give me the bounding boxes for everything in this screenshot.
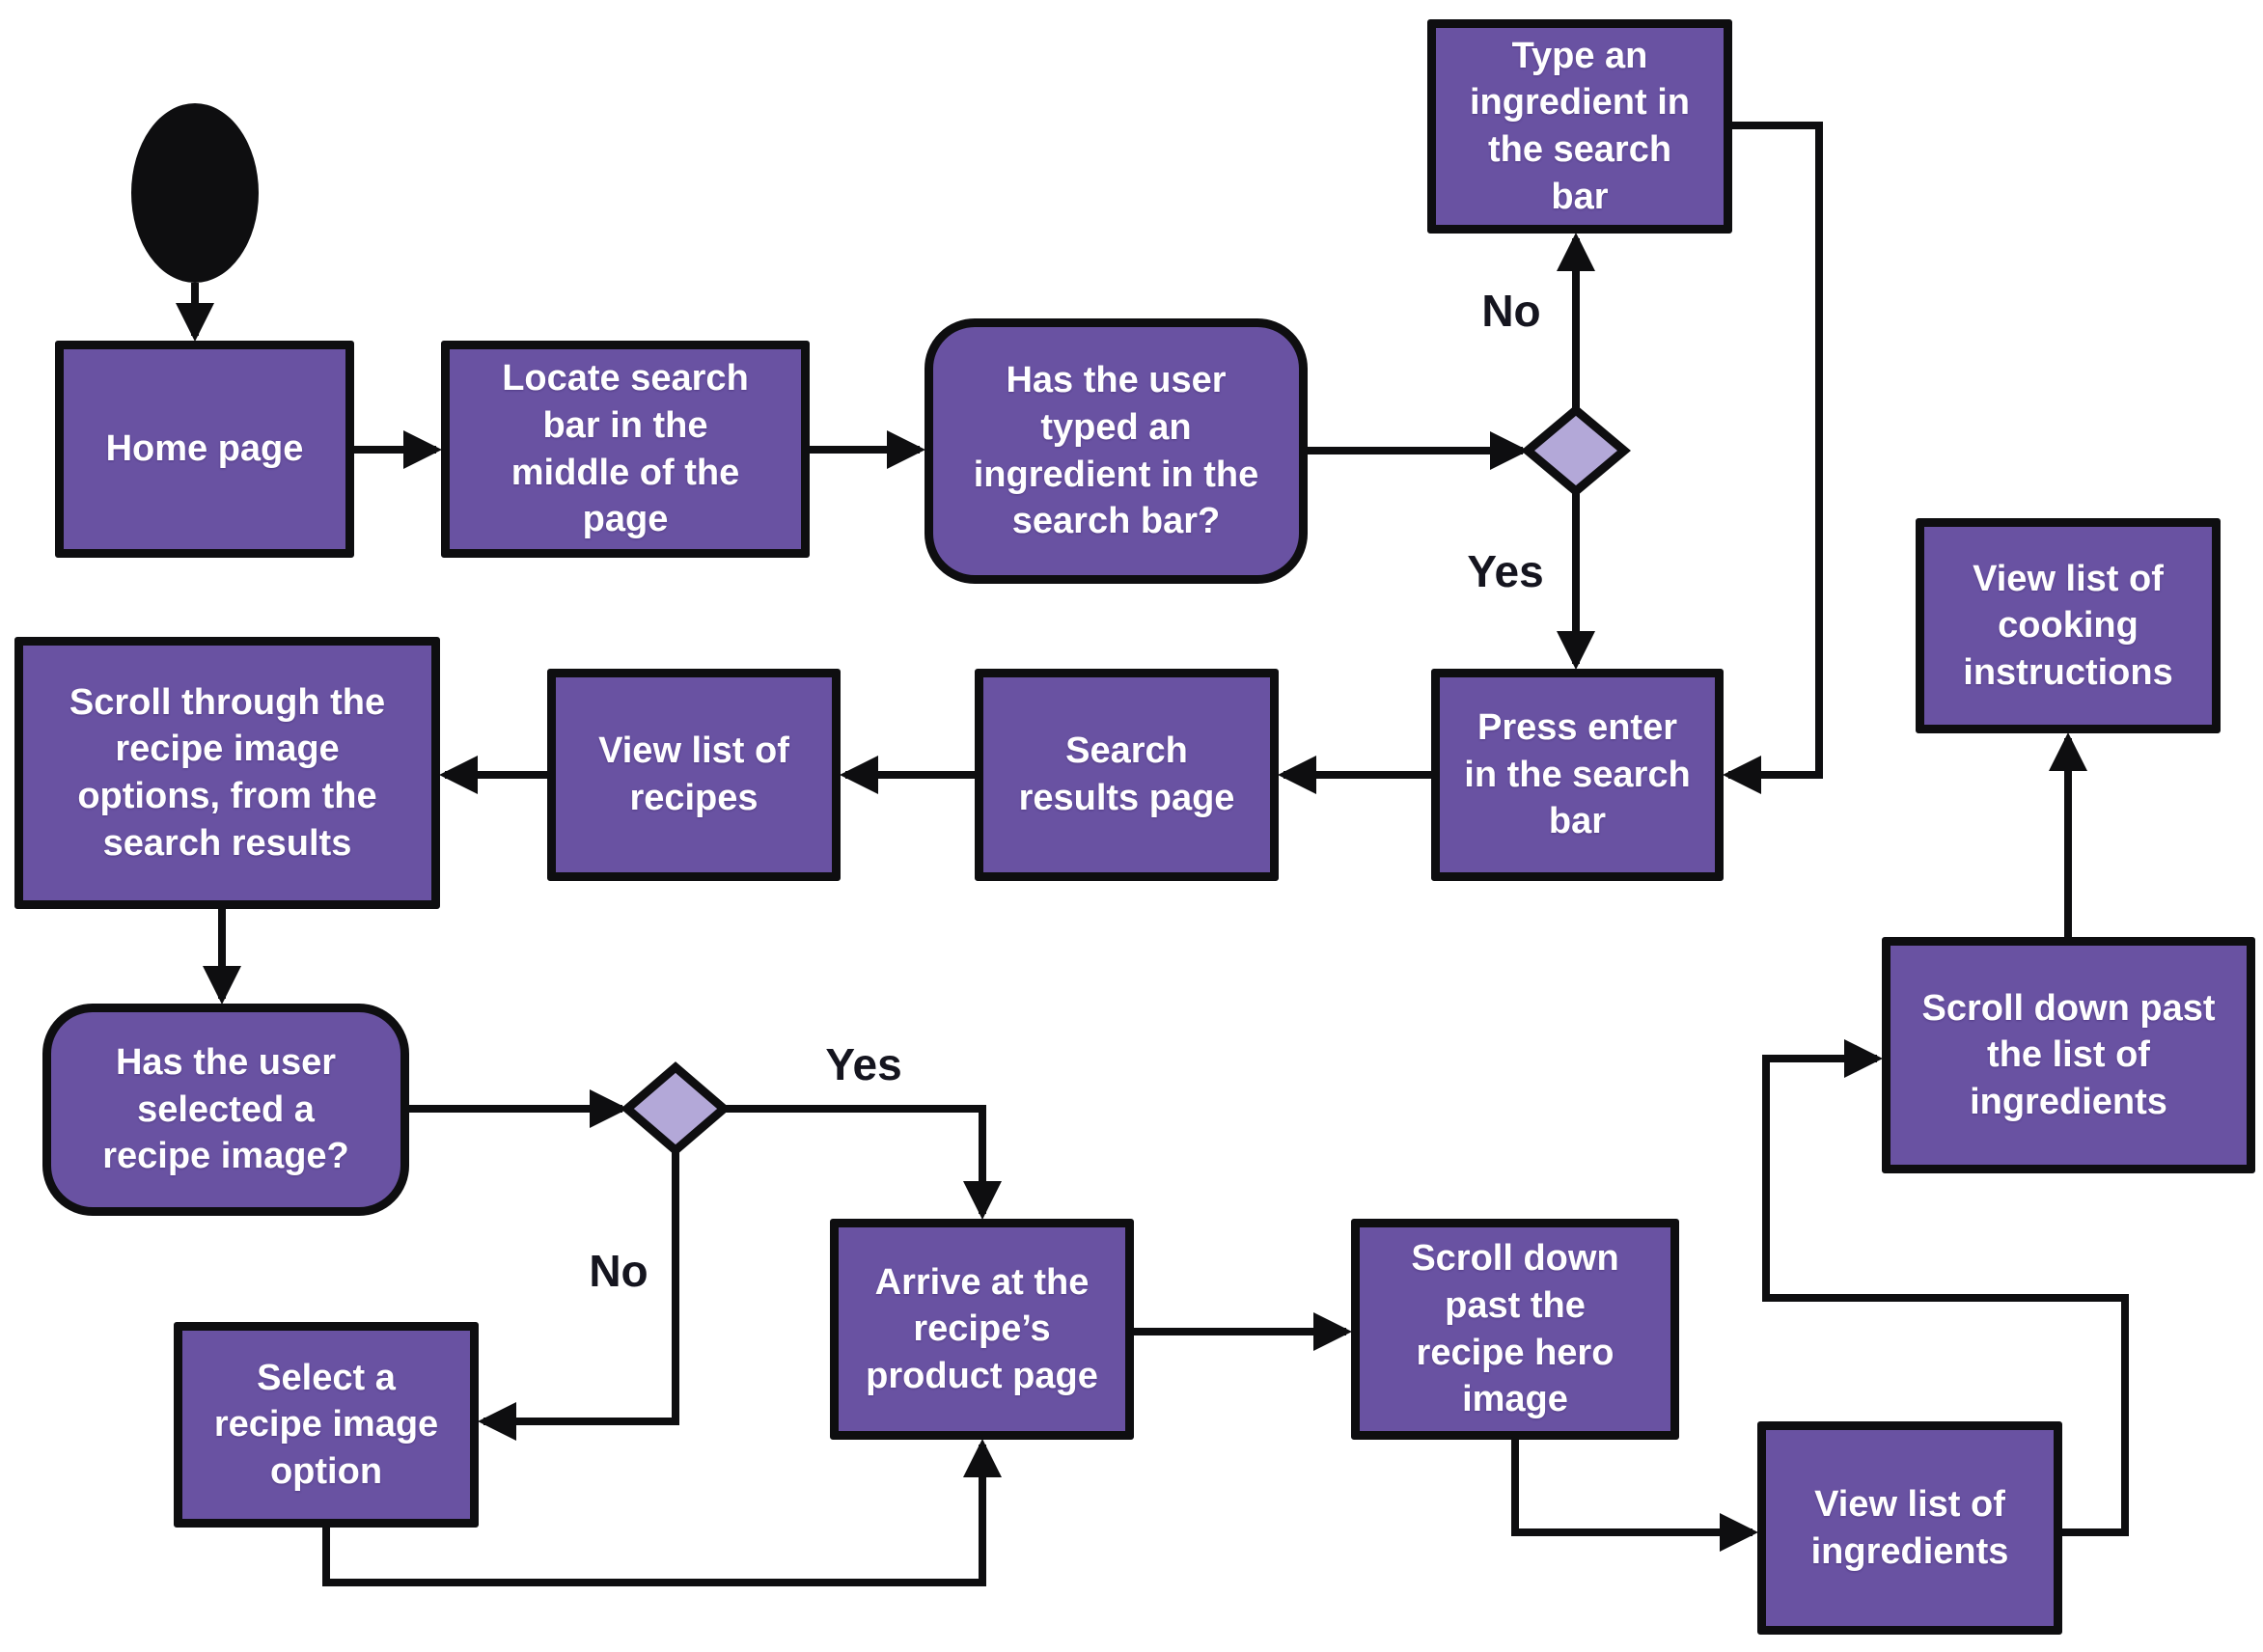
edge-label-decision-no-to-select-image: No	[589, 1246, 649, 1296]
select-recipe-image-label: Select a recipe image option	[213, 1357, 439, 1492]
view-cooking-instructions: View list of cooking instructions	[1916, 518, 2221, 733]
type-an-ingredient: Type an ingredient in the search bar	[1427, 19, 1732, 234]
edge-label-decision-yes-to-arrive: Yes	[825, 1039, 902, 1089]
edge-label-decision-no-to-type-ingredient: No	[1481, 286, 1541, 336]
home-page-label: Home page	[105, 428, 304, 470]
view-list-of-ingredients-label: View list of ingredients	[1810, 1483, 2009, 1572]
edge-view-ingredients-to-scroll-list	[1762, 1039, 2129, 1536]
edge-decision-no-to-select-image	[478, 1150, 679, 1441]
edge-label-decision-yes-to-press-enter: Yes	[1467, 546, 1544, 596]
decision-recipe-selected	[621, 1061, 731, 1156]
scroll-through-results-label: Scroll through the recipe image options,…	[69, 681, 386, 864]
view-list-of-ingredients: View list of ingredients	[1757, 1421, 2062, 1635]
scroll-past-ingredient-list-label: Scroll down past the list of ingredients	[1921, 987, 2216, 1122]
locate-search-bar: Locate search bar in the middle of the p…	[441, 341, 810, 558]
scroll-past-hero-image: Scroll down past the recipe hero image	[1351, 1219, 1679, 1440]
select-recipe-image: Select a recipe image option	[174, 1322, 479, 1528]
locate-search-bar-label: Locate search bar in the middle of the p…	[502, 358, 749, 540]
press-enter: Press enter in the search bar	[1431, 669, 1724, 881]
scroll-past-hero-image-label: Scroll down past the recipe hero image	[1411, 1238, 1619, 1420]
search-results-page-label: Search results page	[1018, 730, 1235, 818]
view-list-of-recipes-label: View list of recipes	[598, 730, 789, 818]
edge-decision-yes-to-arrive	[724, 1105, 1002, 1220]
arrive-product-page: Arrive at the recipe’s product page	[830, 1219, 1134, 1440]
press-enter-label: Press enter in the search bar	[1464, 707, 1691, 842]
view-list-of-recipes: View list of recipes	[547, 669, 841, 881]
has-user-selected-recipe: Has the user selected a recipe image?	[42, 1004, 409, 1216]
type-an-ingredient-label: Type an ingredient in the search bar	[1470, 35, 1690, 217]
scroll-past-ingredient-list: Scroll down past the list of ingredients	[1882, 937, 2255, 1173]
view-cooking-instructions-label: View list of cooking instructions	[1963, 558, 2173, 693]
has-user-typed-ingredient-label: Has the user typed an ingredient in the …	[973, 360, 1259, 542]
arrive-product-page-label: Arrive at the recipe’s product page	[866, 1261, 1098, 1396]
has-user-typed-ingredient: Has the user typed an ingredient in the …	[925, 318, 1308, 584]
home-page: Home page	[55, 341, 354, 558]
search-results-page: Search results page	[975, 669, 1279, 881]
edge-scroll-hero-to-view-ingredients	[1511, 1440, 1758, 1552]
start-node	[131, 103, 259, 283]
has-user-selected-recipe-label: Has the user selected a recipe image?	[102, 1042, 349, 1177]
edge-select-image-return-to-arrive	[322, 1439, 1002, 1586]
scroll-through-results: Scroll through the recipe image options,…	[14, 637, 440, 909]
decision-ingredient-typed	[1521, 404, 1631, 497]
edge-type-ingredient-return-to-press-enter	[1723, 122, 1823, 794]
